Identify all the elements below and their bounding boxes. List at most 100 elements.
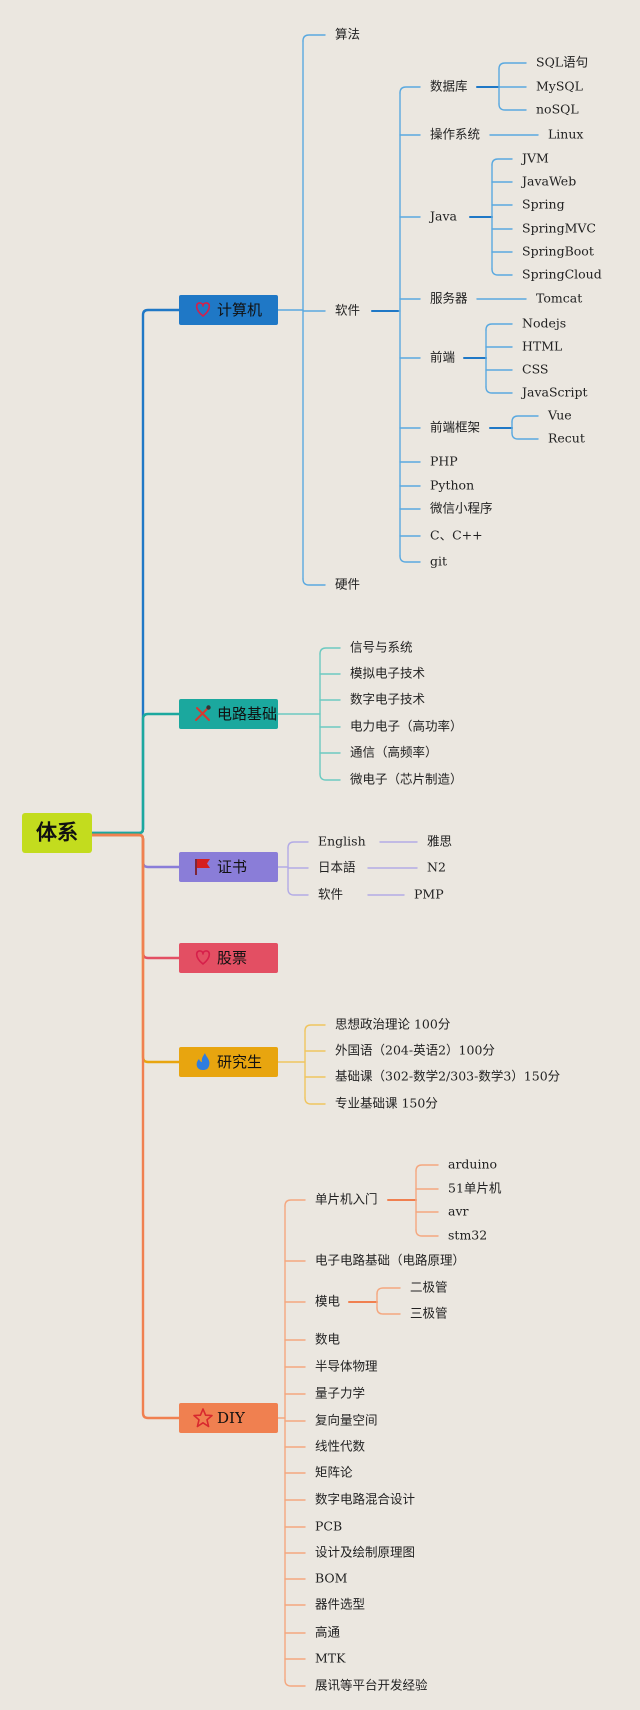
connector-line bbox=[511, 415, 539, 423]
connector-line bbox=[511, 432, 539, 440]
connector-line bbox=[284, 1199, 306, 1207]
connector-line bbox=[287, 888, 309, 896]
topic-node: 软件 bbox=[318, 887, 343, 902]
leaf-node: SpringBoot bbox=[522, 244, 594, 259]
topic-node: 数电 bbox=[315, 1332, 341, 1347]
topic-node: 复向量空间 bbox=[315, 1413, 378, 1428]
connector-line bbox=[399, 555, 421, 563]
leaf-node: 雅思 bbox=[427, 834, 452, 849]
topic-node: 模拟电子技术 bbox=[350, 666, 426, 681]
topic-node: 单片机入门 bbox=[315, 1192, 378, 1207]
topic-node: 数字电路混合设计 bbox=[315, 1492, 415, 1507]
leaf-node: Spring bbox=[522, 197, 565, 212]
topic-node: 线性代数 bbox=[315, 1439, 366, 1454]
leaf-node: HTML bbox=[522, 339, 562, 354]
topic-node: 量子力学 bbox=[315, 1386, 365, 1401]
trunk-line bbox=[90, 712, 181, 835]
leaf-node: avr bbox=[448, 1204, 469, 1219]
trunk-line bbox=[90, 308, 181, 835]
tools-icon bbox=[195, 705, 211, 721]
topic-node: MTK bbox=[315, 1651, 346, 1666]
root-label: 体系 bbox=[36, 820, 78, 845]
category-node-circuit[interactable] bbox=[179, 699, 278, 729]
topic-node: 专业基础课 150分 bbox=[335, 1096, 438, 1111]
connector-line bbox=[376, 1307, 401, 1315]
leaf-node: CSS bbox=[522, 362, 548, 377]
category-label-diy: DIY bbox=[217, 1409, 246, 1427]
topic-node: 基础课（302-数学2/303-数学3）150分 bbox=[335, 1069, 560, 1084]
connector-line bbox=[287, 841, 309, 849]
topic-node: 矩阵论 bbox=[315, 1465, 353, 1480]
topic-node: git bbox=[430, 554, 447, 569]
connector-line bbox=[491, 158, 513, 166]
topic-node: 电子电路基础（电路原理） bbox=[315, 1253, 465, 1268]
topic-node: 信号与系统 bbox=[350, 640, 413, 655]
leaf-node: 二极管 bbox=[410, 1280, 448, 1295]
leaf-node: N2 bbox=[427, 860, 446, 875]
leaf-node: Vue bbox=[547, 408, 572, 423]
topic-node: C、C++ bbox=[430, 528, 483, 543]
fire-icon bbox=[196, 1053, 210, 1070]
leaf-node: JavaScript bbox=[520, 385, 588, 400]
category-label-computer: 计算机 bbox=[217, 301, 262, 319]
topic-node: 操作系统 bbox=[430, 127, 480, 142]
topic-node: Python bbox=[430, 478, 474, 493]
trunk-line bbox=[90, 833, 181, 869]
topic-node: 展讯等平台开发经验 bbox=[315, 1678, 428, 1693]
leaf-node: JVM bbox=[520, 151, 549, 166]
connector-line bbox=[304, 1097, 326, 1105]
leaf-node: arduino bbox=[448, 1157, 497, 1172]
category-label-cert: 证书 bbox=[217, 858, 247, 876]
leaf-node: stm32 bbox=[448, 1228, 487, 1243]
star-icon bbox=[193, 1408, 213, 1428]
flag-icon bbox=[195, 859, 210, 875]
connector-line bbox=[376, 1287, 401, 1295]
topic-node: 电力电子（高功率） bbox=[350, 719, 463, 734]
category-label-grad: 研究生 bbox=[217, 1053, 262, 1071]
connector-line bbox=[302, 578, 326, 586]
topic-node: 服务器 bbox=[430, 291, 468, 306]
topic-node: 微信小程序 bbox=[430, 501, 493, 516]
leaf-node: 三极管 bbox=[410, 1306, 448, 1321]
topic-node: 设计及绘制原理图 bbox=[315, 1545, 415, 1560]
connector-line bbox=[302, 34, 326, 42]
topic-node: BOM bbox=[315, 1571, 348, 1586]
leaf-node: noSQL bbox=[536, 102, 579, 117]
topic-node: 模电 bbox=[315, 1294, 341, 1309]
topic-node: 思想政治理论 100分 bbox=[335, 1017, 450, 1032]
connector-line bbox=[399, 86, 421, 94]
leaf-node: Tomcat bbox=[536, 291, 582, 306]
topic-node: 前端 bbox=[430, 350, 455, 365]
topic-node: 高通 bbox=[315, 1625, 341, 1640]
topic-node: 数据库 bbox=[430, 79, 468, 94]
heart-icon bbox=[195, 302, 211, 317]
leaf-node: Nodejs bbox=[522, 316, 566, 331]
connector-line bbox=[485, 386, 513, 394]
category-node-stock[interactable] bbox=[179, 943, 278, 973]
leaf-node: JavaWeb bbox=[520, 174, 576, 189]
topic-node: 前端框架 bbox=[430, 420, 480, 435]
connector-line bbox=[498, 62, 527, 70]
leaf-node: SQL语句 bbox=[536, 55, 588, 70]
leaf-node: Linux bbox=[548, 127, 583, 142]
leaf-node: MySQL bbox=[536, 79, 583, 94]
trunk-line bbox=[90, 833, 181, 1420]
leaf-node: PMP bbox=[414, 887, 444, 902]
topic-node: PHP bbox=[430, 454, 458, 469]
topic-node: Java bbox=[428, 209, 458, 224]
heart-icon bbox=[195, 950, 211, 965]
leaf-node: 51单片机 bbox=[448, 1181, 502, 1196]
connector-line bbox=[319, 647, 341, 655]
root-node[interactable] bbox=[22, 813, 92, 853]
leaf-node: SpringMVC bbox=[522, 221, 596, 236]
topic-node: 日本語 bbox=[318, 860, 356, 875]
topic-node: 硬件 bbox=[335, 577, 360, 592]
leaf-node: SpringCloud bbox=[522, 267, 602, 282]
leaf-node: Recut bbox=[548, 431, 585, 446]
connector-line bbox=[485, 323, 513, 331]
connector-line bbox=[415, 1164, 439, 1172]
trunk-line bbox=[90, 833, 181, 1064]
category-node-computer[interactable] bbox=[179, 295, 278, 325]
category-label-circuit: 电路基础 bbox=[217, 705, 277, 723]
